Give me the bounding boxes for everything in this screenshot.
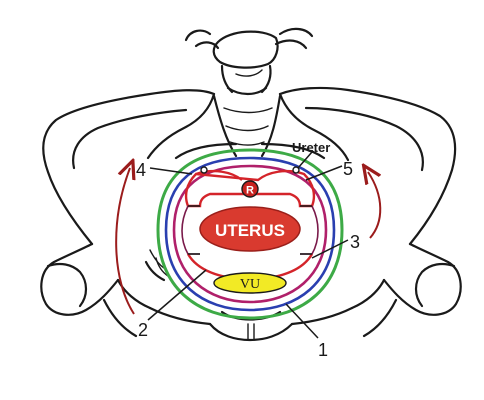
right-ilium xyxy=(278,86,457,246)
right-arrow xyxy=(368,172,382,239)
labels: 4 5 Ureter 3 2 1 xyxy=(136,140,360,360)
leader-4 xyxy=(149,167,193,175)
pelvic-brim xyxy=(174,142,326,160)
label-2: 2 xyxy=(138,320,148,340)
leader-5 xyxy=(305,165,343,181)
right-ureter-dot xyxy=(292,166,300,174)
lumbar-vertebra xyxy=(184,27,314,96)
pubic-arch xyxy=(148,306,354,342)
rectum-label: R xyxy=(246,185,254,197)
rectum: R xyxy=(241,180,259,198)
label-4: 4 xyxy=(136,160,146,180)
ring-green xyxy=(156,148,344,320)
uterus-label: UTERUS xyxy=(215,221,285,240)
sacrum xyxy=(212,94,282,158)
ring-blue xyxy=(164,156,336,312)
pelvic-rings xyxy=(156,148,344,320)
ureters xyxy=(200,166,300,174)
left-hip xyxy=(40,242,169,338)
label-1: 1 xyxy=(318,340,328,360)
right-hip xyxy=(350,242,462,338)
label-5: 5 xyxy=(343,159,353,179)
leader-1 xyxy=(285,303,319,339)
leader-lines xyxy=(147,151,349,339)
label-ureter: Ureter xyxy=(292,140,330,155)
left-arrow xyxy=(115,168,134,315)
left-ureter-dot xyxy=(200,166,208,174)
label-3: 3 xyxy=(350,232,360,252)
uterus: UTERUS xyxy=(199,206,301,252)
leader-ureter xyxy=(297,151,313,169)
bony-pelvis xyxy=(40,27,462,342)
bladder-label: VU xyxy=(240,277,260,292)
ring-magenta xyxy=(172,164,328,304)
leader-3 xyxy=(311,239,349,259)
leader-2 xyxy=(147,269,207,321)
left-ilium xyxy=(42,89,216,246)
bladder: VU xyxy=(213,272,287,294)
